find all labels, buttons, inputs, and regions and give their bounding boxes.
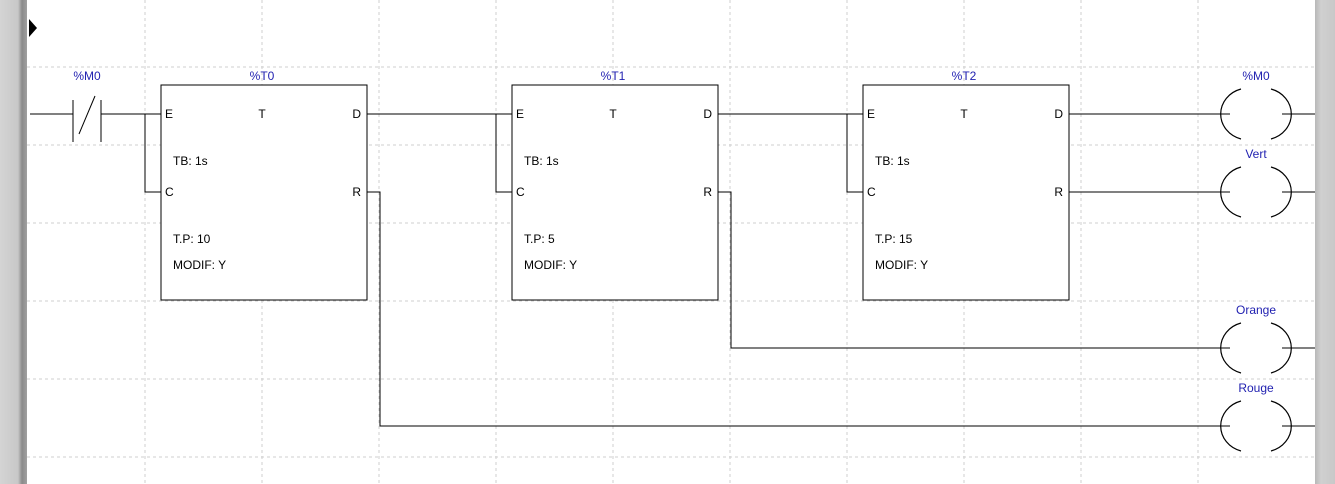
pin-e: E — [516, 107, 524, 121]
coil-right-arc — [1270, 88, 1292, 140]
pin-r: R — [352, 185, 361, 199]
coil-label: Vert — [1245, 147, 1267, 161]
rung-marker-icon[interactable] — [29, 19, 37, 37]
coil-left-arc — [1220, 166, 1242, 218]
pin-t: T — [258, 107, 266, 121]
grid — [27, 0, 1315, 484]
pin-d: D — [352, 107, 361, 121]
coil-right-arc — [1270, 166, 1292, 218]
coil-label: Orange — [1236, 303, 1276, 317]
pin-c: C — [867, 185, 876, 199]
timer-label: %T2 — [952, 69, 977, 83]
pin-c: C — [165, 185, 174, 199]
coil-left-arc — [1220, 400, 1242, 452]
timer-tp: T.P: 5 — [524, 232, 555, 246]
timer-block-t0[interactable]: %T0 E T D TB: 1s C R T.P: 10 MODIF: Y — [160, 69, 368, 301]
coil-left-arc — [1220, 322, 1242, 374]
timer-tb: TB: 1s — [875, 154, 910, 168]
coil-right-arc — [1270, 400, 1292, 452]
pin-e: E — [867, 107, 875, 121]
contact-label: %M0 — [73, 69, 101, 83]
right-power-rail — [1315, 0, 1335, 484]
coil-rouge[interactable]: Rouge — [1220, 381, 1292, 452]
timer-modif: MODIF: Y — [524, 258, 577, 272]
timer-block-t2[interactable]: %T2 E T D TB: 1s C R T.P: 15 MODIF: Y — [862, 69, 1070, 301]
wires — [30, 113, 1315, 427]
nc-slash — [78, 95, 96, 135]
timer-label: %T0 — [250, 69, 275, 83]
coil-label: Rouge — [1238, 381, 1274, 395]
pin-r: R — [703, 185, 712, 199]
timer-modif: MODIF: Y — [173, 258, 226, 272]
timer-label: %T1 — [601, 69, 626, 83]
coil-orange[interactable]: Orange — [1220, 303, 1292, 374]
timer-tb: TB: 1s — [524, 154, 559, 168]
timer-block-t1[interactable]: %T1 E T D TB: 1s C R T.P: 5 MODIF: Y — [511, 69, 719, 301]
pin-e: E — [165, 107, 173, 121]
coil-m0[interactable]: %M0 — [1220, 69, 1292, 140]
pin-d: D — [1054, 107, 1063, 121]
pin-t: T — [609, 107, 617, 121]
coil-right-arc — [1270, 322, 1292, 374]
coil-left-arc — [1220, 88, 1242, 140]
left-power-rail — [0, 0, 27, 484]
timer-tp: T.P: 15 — [875, 232, 913, 246]
timer-modif: MODIF: Y — [875, 258, 928, 272]
timer-tp: T.P: 10 — [173, 232, 211, 246]
contact-m0[interactable]: %M0 — [72, 69, 102, 142]
coil-vert[interactable]: Vert — [1220, 147, 1292, 218]
pin-c: C — [516, 185, 525, 199]
pin-r: R — [1054, 185, 1063, 199]
timer-tb: TB: 1s — [173, 154, 208, 168]
coil-label: %M0 — [1242, 69, 1270, 83]
pin-t: T — [960, 107, 968, 121]
pin-d: D — [703, 107, 712, 121]
